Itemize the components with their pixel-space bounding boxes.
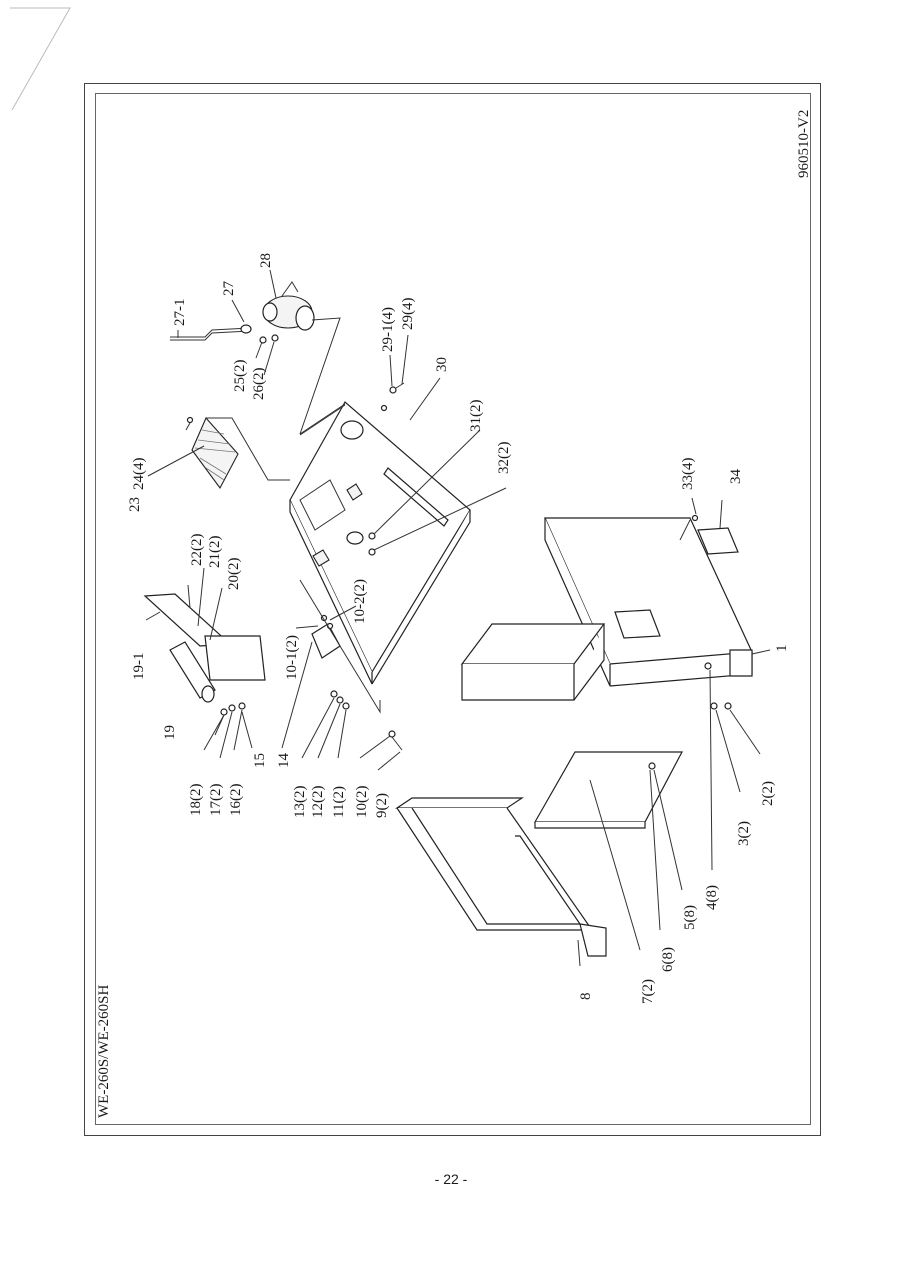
callout-22: 22(2) [189,534,205,567]
callout-12: 12(2) [310,786,326,819]
roller-leader [145,611,161,621]
grille-leader [206,417,290,481]
callout-16: 16(2) [228,784,244,817]
callout-3: 3(2) [736,821,752,846]
callout-6: 6(8) [660,947,676,972]
callout-29: 29(4) [400,298,416,331]
part-29-bolts [380,382,405,412]
callout-32: 32(2) [496,442,512,475]
callout-10-1: 10-1(2) [284,635,300,680]
part-30-table-plate [289,401,471,685]
callout-19-1: 19-1 [131,653,147,681]
part-crossbar-frame [460,623,606,701]
callout-31: 31(2) [468,400,484,433]
page-number: - 22 - [434,1171,468,1187]
part-25-26-screws [259,334,279,344]
part-34-plate [691,514,739,555]
callout-18: 18(2) [188,784,204,817]
callout-21: 21(2) [207,536,223,569]
callout-27-1: 27-1 [172,299,188,327]
table-leader-a [299,403,346,435]
outer-border [84,83,821,1136]
callout-14: 14 [276,753,292,769]
inner-border [95,93,811,1125]
part-7-side-panel [533,751,683,829]
part-2-6-hardware [648,662,732,770]
part-14-bracket [311,623,341,659]
part-24-screw [186,416,194,424]
callout-26: 26(2) [251,368,267,401]
callout-10: 10(2) [354,786,370,819]
callout-34: 34 [728,469,744,485]
motor-leader [299,317,341,435]
callout-19: 19 [162,725,178,740]
scan-artifact [10,7,71,111]
part-27-clip [240,324,252,334]
callout-23: 23 [127,497,143,512]
callout-28: 28 [258,253,274,268]
part-9-13-hardware [330,690,403,751]
callout-5: 5(8) [682,905,698,930]
callout-29-1: 29-1(4) [380,307,396,352]
model-label: WE-260S/WE-260SH [96,985,112,1118]
callout-10-2: 10-2(2) [352,579,368,624]
callout-4: 4(8) [704,885,720,910]
callout-2: 2(2) [760,781,776,806]
callout-27: 27 [221,281,237,297]
part-19-roller-bracket [143,593,266,703]
callout-20: 20(2) [226,558,242,591]
part-28-motor [262,281,315,331]
part-23-grille [191,416,239,490]
callout-30: 30 [434,357,450,372]
revision-label: 960510-V2 [796,110,812,178]
callout-17: 17(2) [208,784,224,817]
callout-25: 25(2) [232,360,248,393]
callout-11: 11(2) [331,786,347,818]
callout-leaders [147,269,771,967]
part-31-screw [368,532,376,540]
callout-8: 8 [578,993,594,1001]
callout-33: 33(4) [680,458,696,491]
part-32-screw [368,548,376,556]
callout-9: 9(2) [374,793,390,818]
callout-24: 24(4) [131,458,147,491]
leg-leader [679,519,691,541]
bolt-leader [299,579,381,714]
part-27-1-lever [170,327,251,341]
callout-7: 7(2) [640,979,656,1004]
callout-13: 13(2) [292,786,308,819]
part-8-leg-frame [395,797,607,957]
callout-15: 15 [252,753,268,768]
callout-1: 1 [774,645,790,653]
